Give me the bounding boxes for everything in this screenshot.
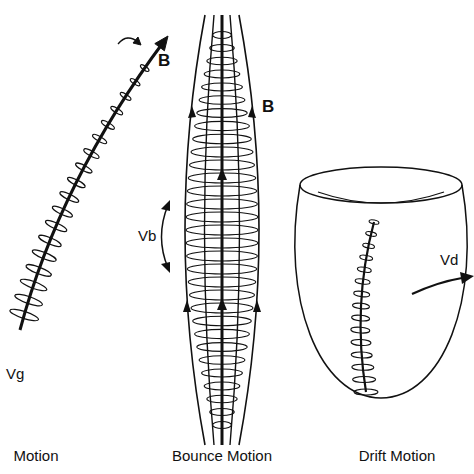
helix-coil — [74, 161, 93, 174]
helix-coil — [369, 219, 380, 225]
arrow-head — [188, 106, 196, 118]
helix-coil — [193, 316, 252, 326]
helix-coil — [204, 382, 240, 390]
arrow-head — [183, 300, 191, 312]
arrow-head — [155, 36, 168, 51]
field-line — [185, 15, 205, 445]
helix-coil — [110, 105, 124, 116]
helix-coil — [66, 176, 86, 190]
panel-caption: Motion — [13, 448, 58, 463]
helix-coil — [191, 147, 253, 157]
helix-coil — [51, 204, 73, 219]
helix-coil — [190, 290, 255, 300]
field-line — [230, 15, 240, 445]
helix-coil — [207, 395, 237, 403]
helix-coil — [351, 339, 371, 346]
helix-coil — [210, 45, 234, 52]
arrow-head — [161, 200, 170, 211]
helix-coil — [351, 352, 372, 359]
helix-coil — [354, 389, 378, 395]
helix-coil — [83, 147, 100, 160]
arrow-head — [253, 300, 261, 312]
helix-coil — [353, 290, 370, 297]
helix-coil — [187, 251, 258, 261]
helix-coil — [365, 231, 377, 237]
helix-coil — [207, 57, 237, 65]
helix-coil — [355, 278, 371, 285]
helix-coil — [210, 409, 234, 416]
helix-coil — [353, 377, 376, 383]
helix-coil — [195, 121, 250, 130]
drift-arrow — [412, 278, 462, 294]
helix-coil — [352, 302, 369, 309]
helix-coil — [140, 64, 150, 73]
helix-coil — [187, 186, 256, 196]
helix-coil — [37, 233, 62, 248]
helix-coil — [19, 277, 48, 293]
field-line — [205, 15, 215, 445]
torus-hole — [318, 192, 444, 203]
symbol-label: B — [158, 52, 170, 69]
helix-coil — [59, 190, 80, 204]
helix-coil — [351, 327, 370, 334]
helix-coil — [202, 83, 243, 91]
helix-coil — [25, 263, 52, 279]
helix-coil — [9, 307, 40, 323]
panel-caption: Bounce Motion — [172, 448, 272, 463]
helix-coil — [186, 238, 258, 248]
torus-rim — [300, 167, 462, 203]
helix-coil — [351, 315, 369, 322]
helix-coil — [191, 303, 253, 313]
helix-coil — [197, 109, 247, 118]
helix-coil — [188, 173, 256, 183]
panel-caption: Drift Motion — [359, 448, 436, 463]
helix-coil — [362, 243, 375, 250]
symbol-label: Vd — [440, 252, 458, 267]
helix-coil — [100, 119, 115, 131]
helix-coil — [14, 292, 44, 308]
helix-coil — [357, 266, 372, 273]
helix-coil — [204, 70, 240, 78]
helix-coil — [199, 96, 245, 104]
symbol-label: Vg — [6, 366, 24, 381]
helix-coil — [202, 369, 243, 377]
symbol-label: Vb — [138, 228, 156, 243]
helix-coil — [193, 134, 252, 144]
field-line — [361, 222, 374, 392]
helix-coil — [197, 343, 247, 352]
field-line — [239, 15, 259, 445]
helix-coil — [129, 77, 141, 87]
arrow-head — [161, 262, 170, 273]
helix-coil — [91, 133, 107, 145]
field-line — [20, 40, 165, 330]
helix-coil — [187, 264, 256, 274]
arrow-head — [248, 106, 256, 118]
helix-coil — [213, 32, 232, 39]
drift-panel — [295, 167, 474, 398]
helix-coil — [195, 329, 250, 338]
arrow-head — [460, 272, 474, 284]
helix-coil — [352, 364, 374, 370]
helix-coil — [199, 356, 245, 364]
torus-outline — [295, 185, 467, 398]
helix-coil — [31, 248, 57, 264]
helix-coil — [186, 225, 258, 235]
arrow-head — [133, 37, 141, 45]
helix-coil — [187, 199, 258, 209]
bounce-arrow — [162, 205, 169, 268]
gyration-panel — [9, 36, 168, 330]
helix-coil — [190, 160, 255, 170]
bounce-panel — [161, 15, 261, 445]
helix-coil — [213, 422, 232, 429]
helix-coil — [359, 254, 373, 261]
helix-coil — [186, 212, 258, 222]
field-line — [221, 15, 224, 445]
helix-coil — [119, 91, 132, 101]
helix-coil — [188, 277, 256, 287]
helix-coil — [44, 219, 68, 234]
symbol-label: B — [262, 98, 274, 115]
